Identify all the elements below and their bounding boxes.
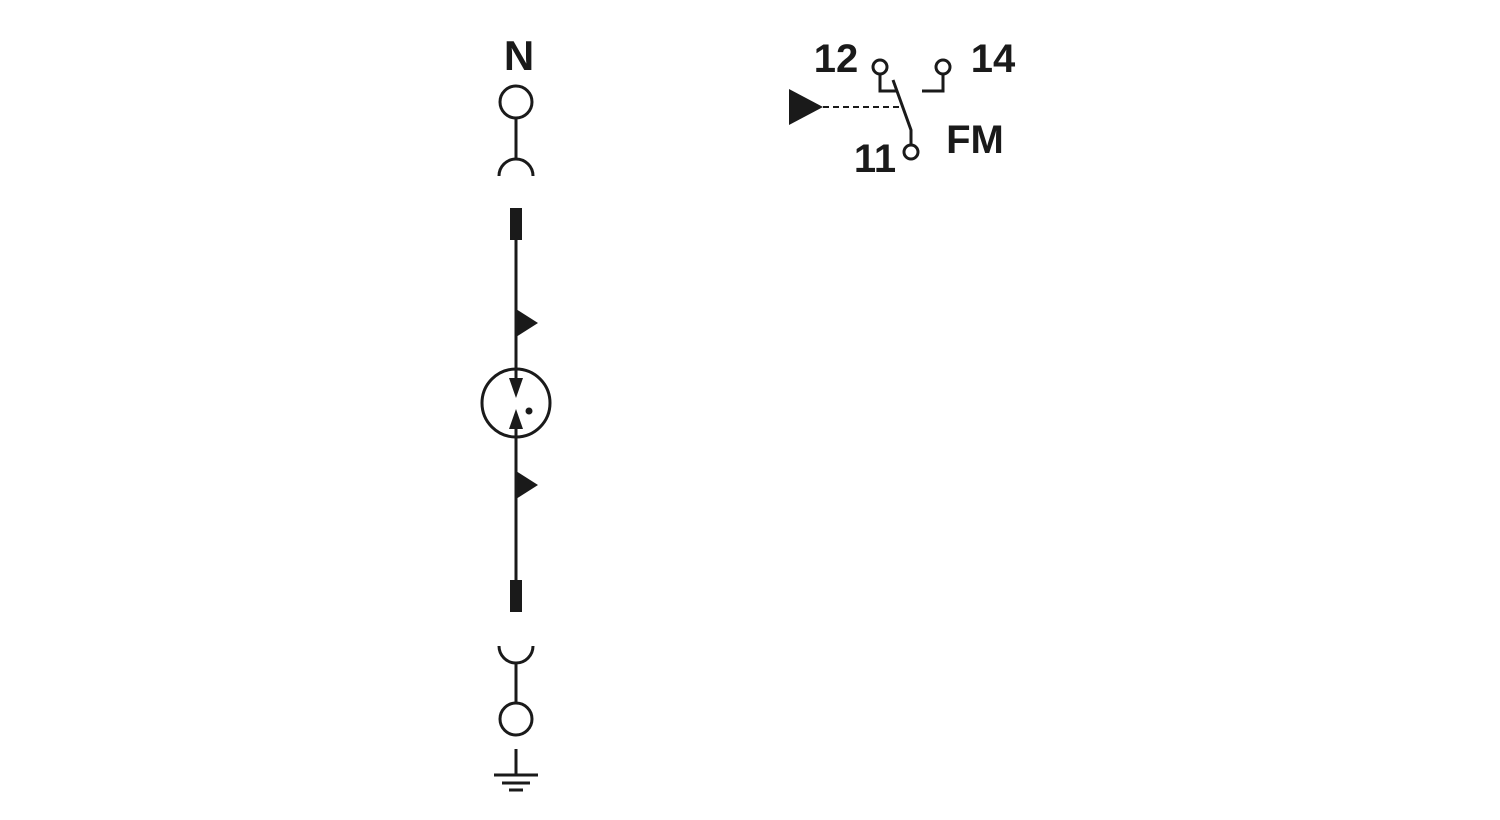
lower-terminal-block: [510, 580, 522, 612]
upper-electrode-arrow: [509, 378, 523, 398]
nc-contact-arm: [878, 74, 898, 93]
contact-label-11: 11: [854, 137, 896, 181]
gas-fill-dot: [525, 407, 533, 415]
terminal-circle-icon: [498, 84, 534, 120]
no-contact-arm: [922, 74, 945, 93]
contact-terminal-14: [934, 58, 952, 76]
contact-label-12: 12: [814, 37, 859, 81]
changeover-contact-icon: [891, 79, 913, 145]
contact-label-fm: FM: [946, 118, 1004, 162]
terminal-label-n: N: [504, 32, 534, 79]
plug-connector-icon: [497, 157, 535, 177]
ground-icon: [494, 749, 538, 792]
contact-terminal-12: [871, 58, 889, 76]
actuator-triangle-icon: [789, 89, 823, 125]
thermal-disconnect-flag-icon: [516, 471, 538, 499]
upper-terminal-block: [510, 208, 522, 240]
protection-path: N: [480, 32, 552, 792]
contact-terminal-11: [902, 143, 920, 161]
lower-electrode-arrow: [509, 409, 523, 429]
remote-signal-contact: 12 14 11 FM: [789, 37, 1016, 181]
thermal-disconnect-flag-icon: [516, 309, 538, 337]
terminal-circle-icon: [498, 701, 534, 737]
socket-connector-icon: [497, 645, 535, 665]
contact-label-14: 14: [971, 37, 1016, 81]
